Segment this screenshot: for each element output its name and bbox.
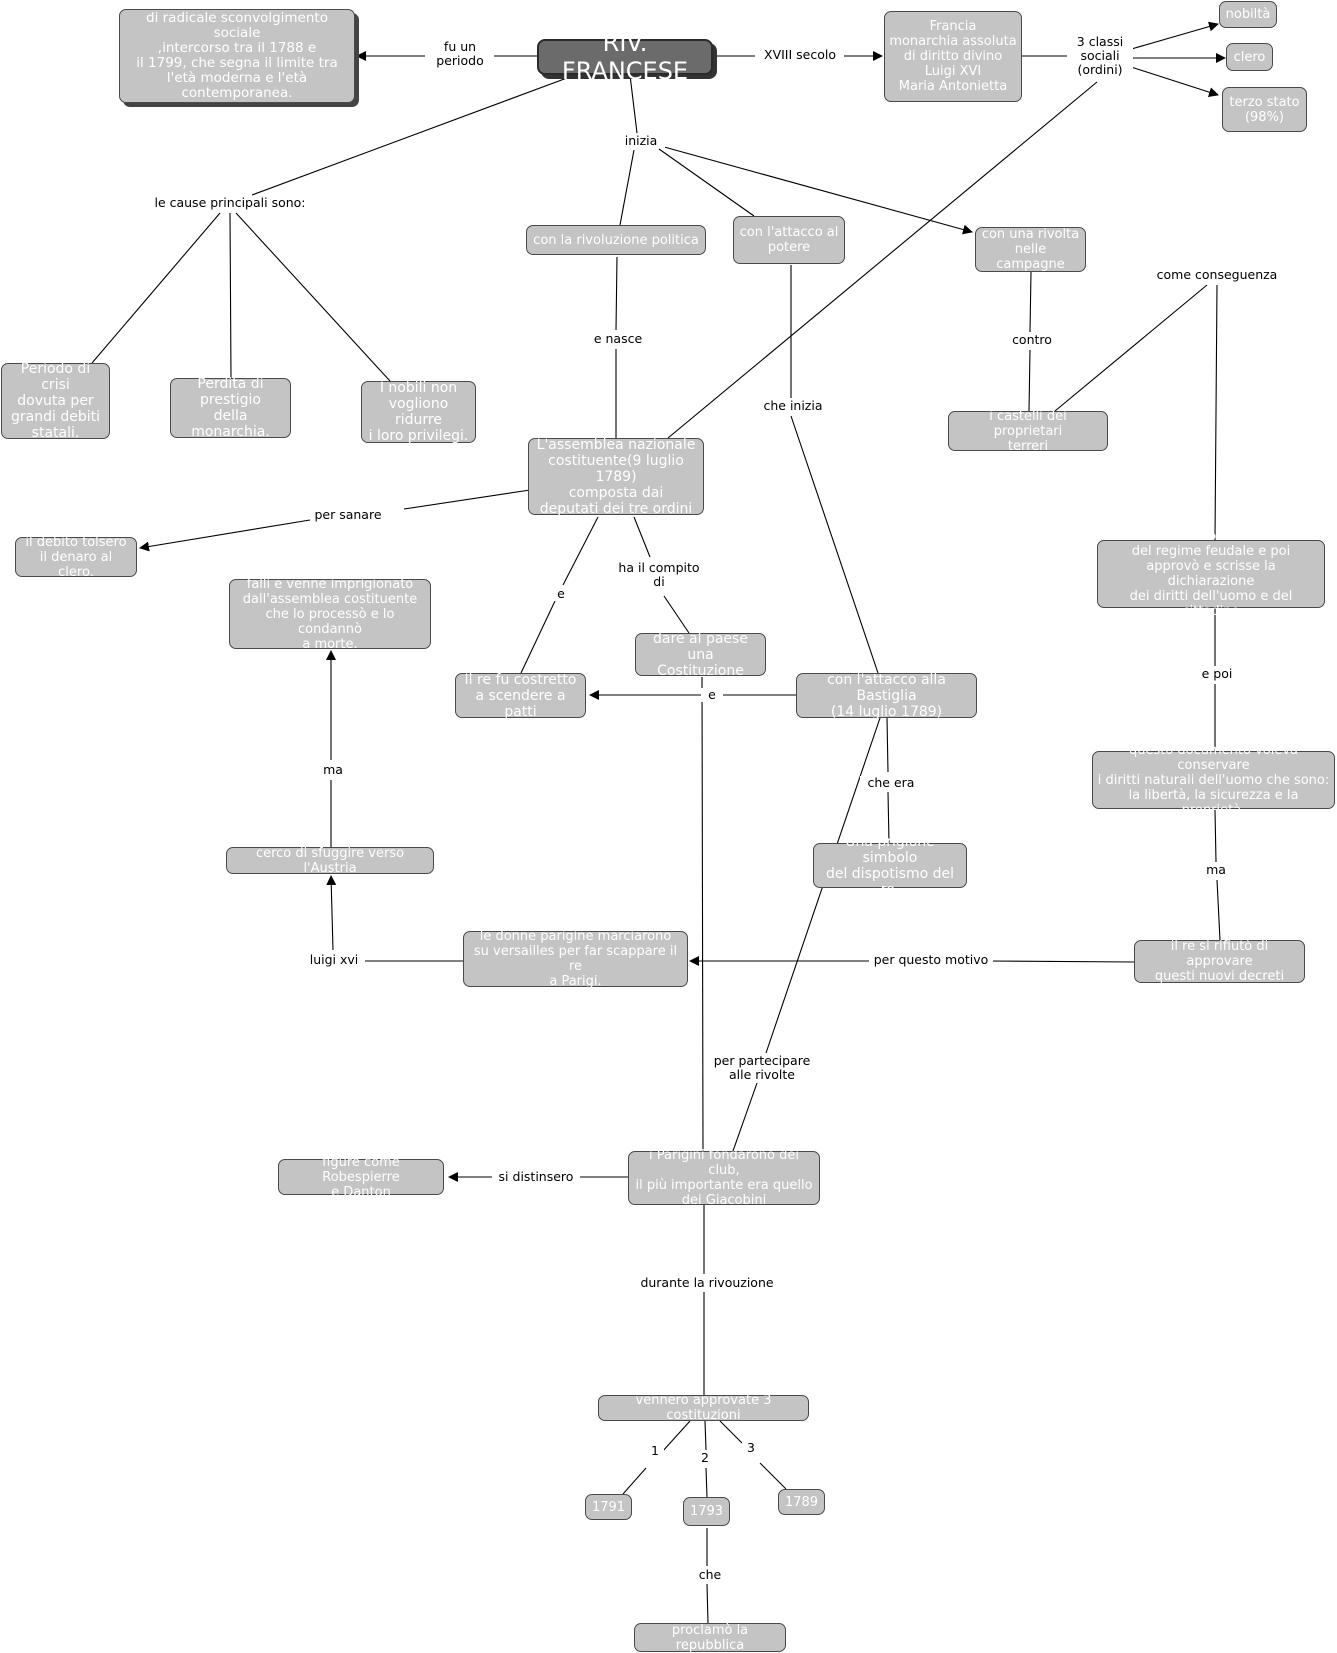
node-debito[interactable]: il debito tolsero il denaro al clero. — [15, 535, 137, 580]
link-label-ha-il-compito: ha il compito di — [612, 561, 706, 589]
node-perdita-prestigio[interactable]: Perdita di prestigio della monarchia. — [170, 376, 291, 440]
node-castelli[interactable]: i castelli dei proprietari terreri — [948, 409, 1108, 454]
link-label-inizia: inizia — [617, 134, 665, 148]
link-label-ma-austria: ma — [315, 763, 351, 777]
node-re-costretto[interactable]: Il re fu costretto a scendere a patti — [455, 672, 586, 720]
node-costituzione[interactable]: dare al paese una Costituzione — [635, 631, 766, 679]
node-francia[interactable]: Francia monarchia assoluta di diritto di… — [884, 11, 1022, 102]
node-nobilta[interactable]: nobiltà — [1219, 1, 1277, 28]
link-label-contro: contro — [1003, 333, 1061, 347]
link-label-conseguenza: come conseguenza — [1150, 268, 1284, 282]
link-label-e-poi: e poi — [1190, 667, 1244, 681]
link-label-3-classi: 3 classi sociali (ordini) — [1067, 35, 1133, 77]
node-bastiglia[interactable]: con l'attacco alla Bastiglia (14 luglio … — [796, 672, 977, 720]
link-label-xviii-secolo: XVIII secolo — [756, 48, 844, 62]
link-label-2: 2 — [696, 1451, 714, 1465]
node-repubblica[interactable]: proclamò la repubblica — [634, 1623, 786, 1653]
link-label-fu-un-periodo: fu un periodo — [426, 40, 494, 68]
link-label-per-sanare: per sanare — [310, 508, 386, 522]
link-label-che-inizia: che inizia — [753, 399, 833, 413]
link-label-ma-rifiuto: ma — [1198, 863, 1234, 877]
link-label-per-partecipare: per partecipare alle rivolte — [705, 1054, 819, 1082]
link-label-durante-la-rivoluzione: durante la rivouzione — [632, 1276, 782, 1290]
node-robespierre-danton[interactable]: figure come Robespierre e Danton — [278, 1155, 444, 1200]
node-1789[interactable]: 1789 — [778, 1489, 825, 1515]
node-attacco-potere[interactable]: con l'attacco al potere — [733, 216, 845, 264]
link-label-e-nasce: e nasce — [586, 332, 650, 346]
link-label-che-era: che era — [860, 776, 922, 790]
link-label-e-bastiglia: e — [701, 688, 723, 702]
link-label-per-questo-motivo: per questo motivo — [869, 953, 993, 967]
node-rivoluzione-politica[interactable]: con la rivoluzione politica — [526, 225, 706, 255]
node-title[interactable]: RIV. FRANCESE — [537, 29, 713, 85]
link-label-si-distinsero: si distinsero — [492, 1170, 580, 1184]
node-terzo-stato[interactable]: terzo stato (98%) — [1222, 87, 1307, 132]
link-label-che: che — [693, 1568, 727, 1582]
node-rivolta-campagne[interactable]: con una rivolta nelle campagne — [975, 227, 1086, 272]
node-tre-costituzioni[interactable]: vennero approvate 3 costituzioni — [598, 1393, 809, 1423]
node-1793[interactable]: 1793 — [683, 1497, 730, 1526]
node-fuga-austria[interactable]: cerco di sfuggire verso l'Austria — [226, 846, 434, 876]
node-assemblea-voto[interactable]: L'assemblea votò l'abolizione del regime… — [1097, 529, 1325, 619]
link-label-1: 1 — [646, 1444, 664, 1458]
node-rifiuto-decreti[interactable]: il re si rifiutò di approvare questi nuo… — [1134, 939, 1305, 984]
node-clero[interactable]: clero — [1226, 43, 1273, 71]
link-label-cause: le cause principali sono: — [148, 196, 312, 210]
node-fallimento[interactable]: fallì e venne imprigionato dall'assemble… — [229, 577, 431, 652]
link-label-e-assemblea: e — [550, 587, 572, 601]
node-assemblea-costituente[interactable]: L'assemblea nazionale costituente(9 lugl… — [528, 437, 704, 517]
link-label-3: 3 — [742, 1441, 760, 1455]
node-nobili-privilegi[interactable]: I nobili non vogliono ridurre i loro pri… — [361, 380, 476, 444]
node-club-giacobini[interactable]: i Parigini fondarono dei club, il più im… — [628, 1148, 820, 1208]
node-crisi[interactable]: Periodo di crisi dovuta per grandi debit… — [1, 361, 110, 441]
node-periodo[interactable]: di radicale sconvolgimento sociale ,inte… — [119, 9, 355, 103]
node-prigione[interactable]: Una prigione simbolo del dispotismo del … — [813, 834, 967, 898]
node-documento[interactable]: questo documento voleva conservare i dir… — [1092, 743, 1335, 818]
node-1791[interactable]: 1791 — [585, 1494, 632, 1520]
node-donne-versailles[interactable]: le donne parigine marciarono su versaill… — [463, 929, 688, 989]
link-label-luigi-xvi: luigi xvi — [303, 953, 365, 967]
